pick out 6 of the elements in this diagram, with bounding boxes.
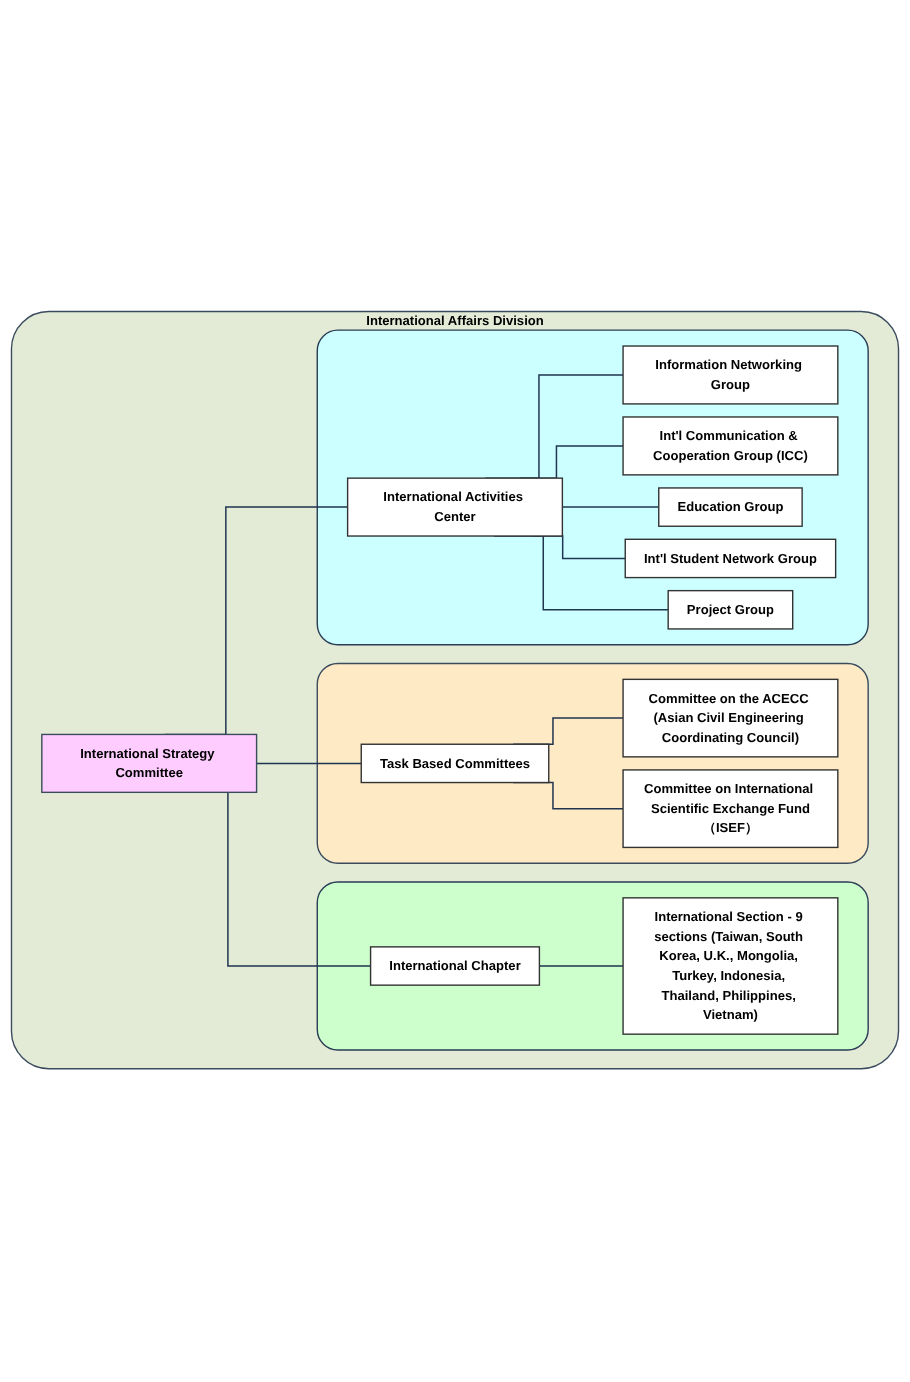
cluster xyxy=(316,330,869,647)
cluster xyxy=(316,663,869,865)
connector xyxy=(538,966,624,968)
cluster xyxy=(316,882,869,1052)
connector xyxy=(255,763,362,766)
connector xyxy=(561,507,660,509)
